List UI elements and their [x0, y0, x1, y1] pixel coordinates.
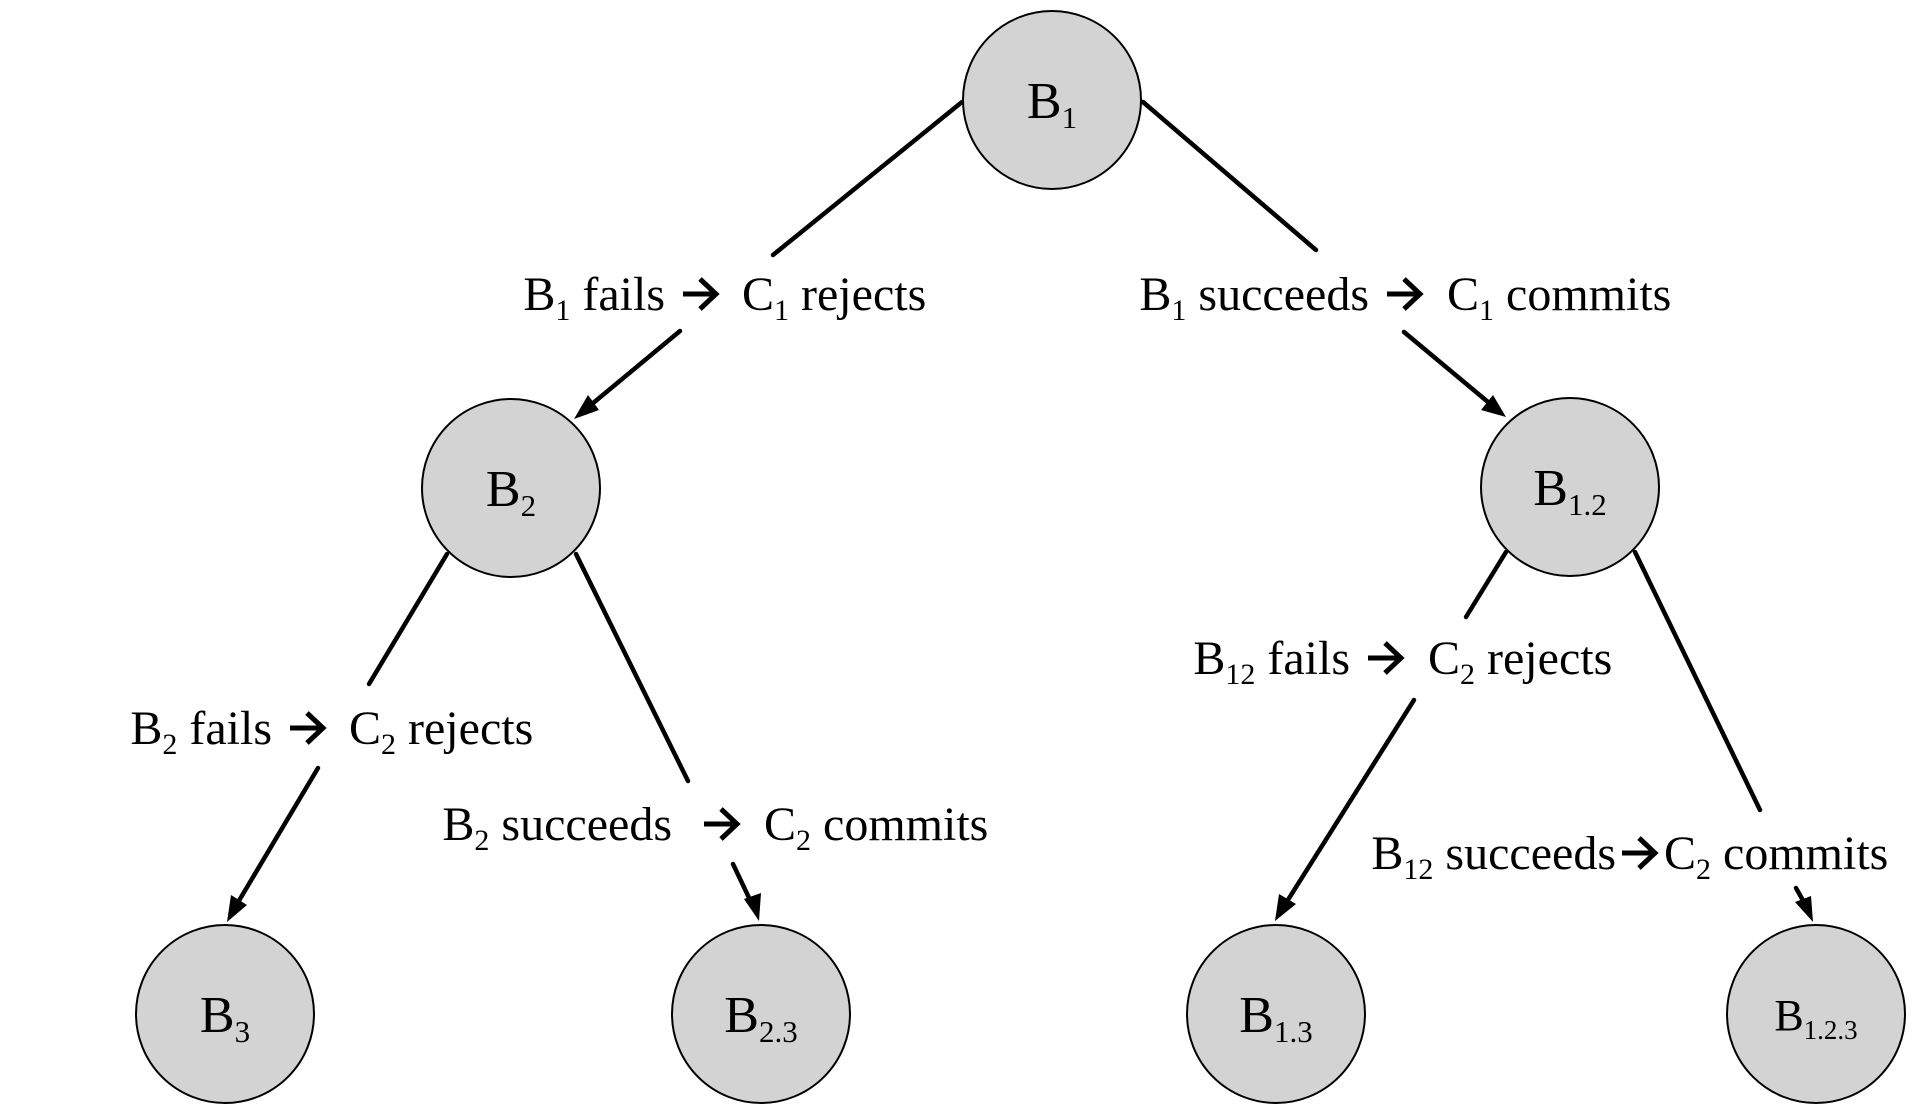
edge-label-b12-b123-result: C2 commits: [1664, 827, 1888, 886]
node-b1: B1: [962, 10, 1142, 190]
edge-label-b2-b3-implies-arrow: [290, 711, 327, 745]
edge-b1-b12: [1140, 99, 1506, 417]
node-b123-label: B1.2.3: [1774, 991, 1857, 1045]
edge-label-b1-b2: B1 fails C1 rejects: [523, 268, 926, 327]
edge-b12-b123: [1632, 549, 1813, 922]
edge-b2-b3-arrowhead: [227, 895, 247, 922]
edge-b1-b2-upper-line: [770, 99, 965, 258]
edge-label-b12-b13-result: C2 rejects: [1428, 632, 1612, 691]
edge-b2-b23-lower-line: [730, 861, 754, 905]
node-b12-circle: [1480, 397, 1660, 577]
edge-b12-b123-upper-line: [1632, 549, 1763, 813]
edge-label-b2-b23-result: C2 commits: [764, 798, 988, 857]
edge-b12-b13: [1275, 549, 1509, 921]
edge-label-b2-b3: B2 fails C2 rejects: [130, 702, 533, 761]
node-b13: B1.3: [1186, 924, 1366, 1104]
edge-label-b1-b12-result: C1 commits: [1447, 268, 1671, 327]
edge-b1-b2: [574, 99, 965, 419]
node-b23: B2.3: [671, 924, 851, 1104]
node-b1-circle: [962, 10, 1142, 190]
edge-label-b12-b13-condition: B12 fails: [1193, 632, 1350, 691]
edge-label-b12-b123-implies-arrow: [1622, 836, 1659, 870]
edge-label-b12-b13-implies-arrow: [1368, 641, 1405, 675]
edge-label-b2-b3-condition: B2 fails: [130, 702, 272, 761]
edge-label-b1-b2-condition: B1 fails: [523, 268, 665, 327]
edge-label-b12-b123: B12 succeeds C2 commits: [1371, 827, 1888, 886]
edge-label-b1-b12: B1 succeeds C1 commits: [1139, 268, 1671, 327]
edge-b1-b12-lower-line: [1401, 329, 1491, 405]
node-b123-circle: [1726, 924, 1906, 1104]
edge-b1-b2-arrowhead: [574, 395, 599, 419]
edge-b1-b2-lower-line: [589, 328, 683, 407]
node-b3-label: B3: [200, 987, 250, 1049]
edge-b2-b23: [573, 551, 761, 921]
node-b3-circle: [135, 924, 315, 1104]
edge-b2-b3-upper-line: [366, 551, 450, 687]
edge-label-b1-b2-result: C1 rejects: [742, 268, 926, 327]
edge-b1-b12-upper-line: [1140, 99, 1319, 253]
node-b13-label: B1.3: [1239, 987, 1312, 1049]
edge-label-b2-b23-implies-arrow: [704, 807, 741, 841]
edge-label-b1-b12-condition: B1 succeeds: [1139, 268, 1369, 327]
edge-label-b1-b2-implies-arrow: [683, 277, 720, 311]
edge-b2-b3-lower-line: [234, 765, 321, 907]
edge-b12-b123-arrowhead: [1795, 896, 1813, 922]
node-b2-label: B2: [486, 461, 536, 523]
node-b2-circle: [421, 398, 601, 578]
edge-label-b2-b23: B2 succeeds C2 commits: [442, 798, 988, 857]
edge-label-b1-b12-implies-arrow: [1387, 277, 1424, 311]
edge-b12-b13-upper-line: [1463, 549, 1509, 620]
node-b2: B2: [421, 398, 601, 578]
node-b12: B1.2: [1480, 397, 1660, 577]
edge-label-b12-b13: B12 fails C2 rejects: [1193, 632, 1612, 691]
node-b12-label: B1.2: [1533, 460, 1606, 522]
edge-b1-b12-arrowhead: [1481, 395, 1506, 417]
edge-b12-b13-lower-line: [1283, 697, 1417, 906]
edge-label-b2-b23-condition: B2 succeeds: [442, 798, 672, 857]
edge-b2-b3: [227, 551, 450, 922]
edge-b12-b13-arrowhead: [1275, 894, 1296, 921]
edge-label-b2-b3-result: C2 rejects: [349, 702, 533, 761]
node-b23-label: B2.3: [724, 987, 797, 1049]
node-b13-circle: [1186, 924, 1366, 1104]
node-b1-label: B1: [1027, 73, 1077, 135]
edge-label-b12-b123-condition: B12 succeeds: [1371, 827, 1616, 886]
node-b123: B1.2.3: [1726, 924, 1906, 1104]
node-b23-circle: [671, 924, 851, 1104]
edge-b2-b23-upper-line: [573, 551, 691, 784]
edge-b2-b23-arrowhead: [744, 893, 761, 921]
node-b3: B3: [135, 924, 315, 1104]
